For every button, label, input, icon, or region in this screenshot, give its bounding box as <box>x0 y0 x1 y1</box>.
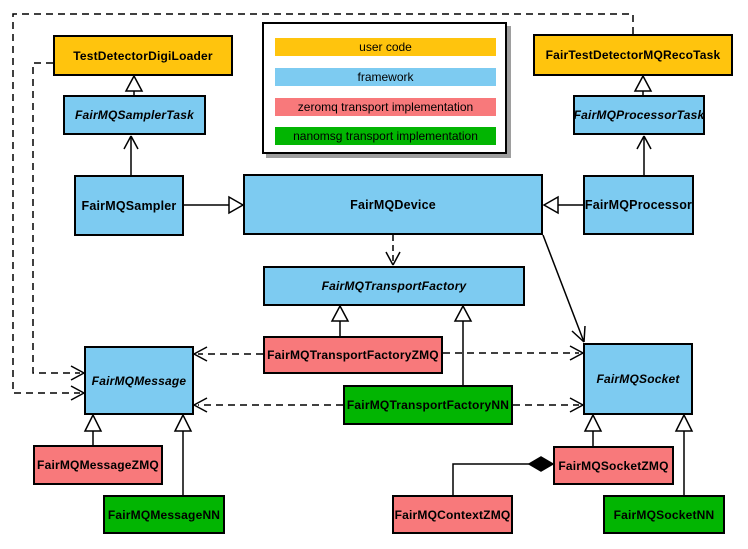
node-fairmq-socket-nn: FairMQSocketNN <box>603 495 725 534</box>
node-label: FairMQSamplerTask <box>75 108 194 122</box>
edge-inherit-socketzmq-socket <box>583 413 603 446</box>
node-label: TestDetectorDigiLoader <box>73 48 213 63</box>
edge-dep-factoryzmq-message <box>193 346 263 362</box>
node-label: FairMQMessageZMQ <box>37 458 159 472</box>
legend-item-zeromq: zeromq transport implementation <box>275 98 496 116</box>
node-label: FairMQSocket <box>596 372 680 386</box>
edge-assoc-device-socket <box>542 234 586 343</box>
edge-inherit-processor-device <box>542 195 583 215</box>
node-test-detector-digi-loader: TestDetectorDigiLoader <box>53 35 233 76</box>
edge-inherit-messagenn-message <box>173 413 193 495</box>
node-label: FairMQSocketZMQ <box>558 458 669 473</box>
edge-inherit-factoryzmq-factory <box>330 304 350 336</box>
legend-item-framework: framework <box>275 68 496 86</box>
node-fairmq-processor: FairMQProcessor <box>583 175 694 235</box>
edge-comp-contextzmq-socketzmq <box>452 456 555 495</box>
node-label: FairMQTransportFactoryNN <box>346 398 510 412</box>
node-fairmq-message-nn: FairMQMessageNN <box>103 495 225 534</box>
edge-inherit-samplertask-digiloader <box>124 74 144 95</box>
legend-label: framework <box>357 70 414 84</box>
node-fairmq-socket: FairMQSocket <box>583 343 693 415</box>
legend-label: user code <box>359 40 412 54</box>
node-fairmq-sampler-task: FairMQSamplerTask <box>63 95 206 135</box>
legend-item-user-code: user code <box>275 38 496 56</box>
edge-dep-factorynn-socket <box>513 397 584 413</box>
legend: user code framework zeromq transport imp… <box>262 22 507 154</box>
node-fairmq-socket-zmq: FairMQSocketZMQ <box>553 446 674 485</box>
node-label: FairMQTransportFactory <box>321 279 467 293</box>
node-fair-test-detector-mq-reco-task: FairTestDetectorMQRecoTask <box>533 34 733 76</box>
legend-label: zeromq transport implementation <box>297 100 474 114</box>
node-label: FairMQSocketNN <box>613 507 715 522</box>
node-label: FairMQMessageNN <box>107 507 221 522</box>
edge-dep-factorynn-message <box>193 397 343 413</box>
edge-assoc-processor-processortask <box>636 135 652 175</box>
edge-inherit-processortask-recotask <box>633 74 653 95</box>
edge-dep-recotask-message <box>12 13 634 401</box>
node-fairmq-transport-factory-nn: FairMQTransportFactoryNN <box>343 385 513 425</box>
node-label: FairMQSampler <box>81 198 177 213</box>
node-label: FairMQMessage <box>91 373 187 388</box>
node-label: FairTestDetectorMQRecoTask <box>545 48 721 62</box>
node-label: FairMQDevice <box>350 197 436 212</box>
node-label: FairMQContextZMQ <box>394 507 511 522</box>
node-label: FairMQProcessorTask <box>573 108 705 122</box>
edge-inherit-socketnn-socket <box>674 413 694 495</box>
node-fairmq-message: FairMQMessage <box>84 346 194 415</box>
legend-label: nanomsg transport implementation <box>293 129 478 143</box>
edge-dep-digiloader-message <box>32 62 85 381</box>
edge-assoc-sampler-samplertask <box>123 135 139 175</box>
node-fairmq-device: FairMQDevice <box>243 174 543 235</box>
edge-inherit-sampler-device <box>184 195 245 215</box>
node-fairmq-processor-task: FairMQProcessorTask <box>573 95 705 135</box>
edge-inherit-messagezmq-message <box>83 413 103 445</box>
edge-inherit-factorynn-factory <box>453 304 473 385</box>
edge-dep-factoryzmq-socket <box>443 345 584 361</box>
node-label: FairMQProcessor <box>584 198 693 212</box>
node-label: FairMQTransportFactoryZMQ <box>267 348 439 362</box>
node-fairmq-transport-factory: FairMQTransportFactory <box>263 266 525 306</box>
edge-dep-device-factory <box>385 235 401 266</box>
node-fairmq-sampler: FairMQSampler <box>74 175 184 236</box>
legend-item-nanomsg: nanomsg transport implementation <box>275 127 496 145</box>
node-fairmq-transport-factory-zmq: FairMQTransportFactoryZMQ <box>263 336 443 374</box>
node-fairmq-context-zmq: FairMQContextZMQ <box>392 495 513 534</box>
node-fairmq-message-zmq: FairMQMessageZMQ <box>33 445 163 485</box>
